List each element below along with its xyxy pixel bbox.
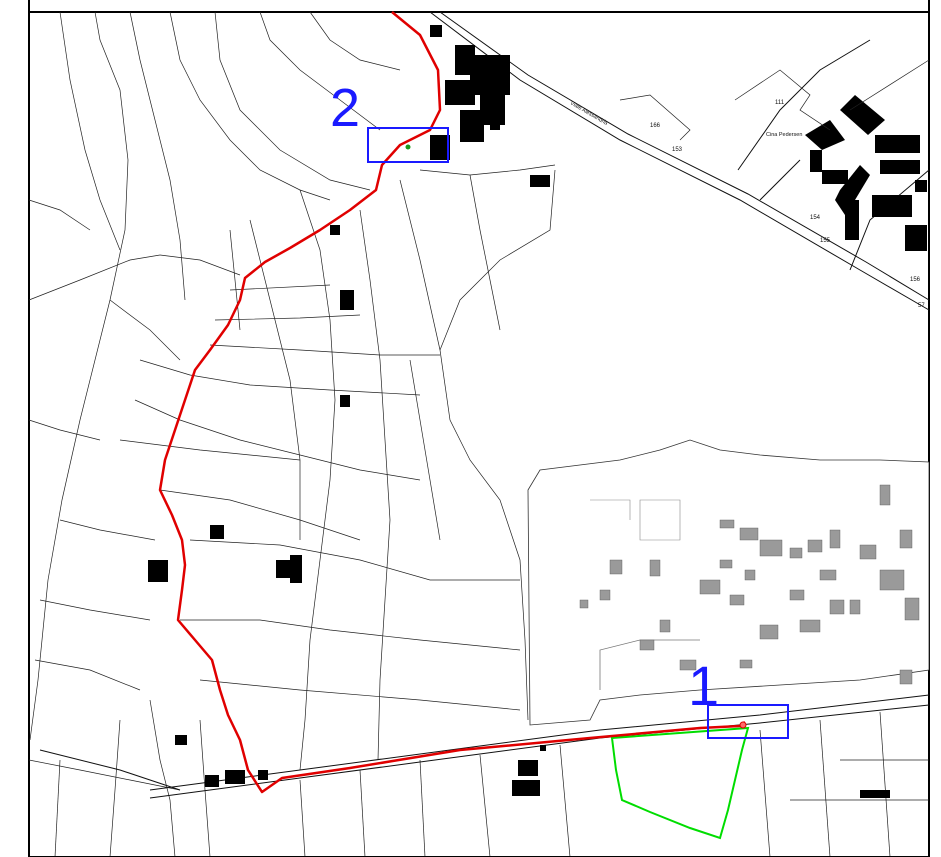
parcel-number: 154 <box>810 215 821 221</box>
highlight-box-2 <box>367 127 449 163</box>
cascina-parcel <box>734 69 831 131</box>
parcel-number: 166 <box>650 123 661 129</box>
industrial-zone <box>527 439 930 726</box>
parcel-number: 153 <box>672 147 683 153</box>
map-border <box>28 0 930 857</box>
farm-buildings <box>148 25 890 798</box>
highlight-box-1 <box>707 704 789 739</box>
marker-label-1: 1 <box>688 654 719 717</box>
parcel-number-labels: 166 153 111 154 155 156 57 <box>650 100 925 309</box>
parcel-166 <box>619 94 691 141</box>
cascina-parcel-2 <box>849 59 930 111</box>
industrial-buildings <box>579 484 920 685</box>
cascina-buildings <box>805 95 927 251</box>
route-endpoint <box>739 721 747 729</box>
industrial-road <box>599 639 700 690</box>
cadastral-parcel-lines <box>28 11 929 857</box>
industrial-lot-2 <box>590 499 631 520</box>
marker-label-2: 2 <box>330 78 360 138</box>
parcel-number: 156 <box>910 277 921 283</box>
parcel-number: 111 <box>775 100 785 106</box>
industrial-lot <box>639 499 681 541</box>
parcel-number: 57 <box>918 303 925 309</box>
green-parcel-outline <box>610 726 750 840</box>
street-label: Cina Pedersen <box>766 132 802 138</box>
red-route <box>158 11 746 794</box>
parcel-number: 155 <box>820 238 831 244</box>
route-startpoint <box>405 144 411 150</box>
